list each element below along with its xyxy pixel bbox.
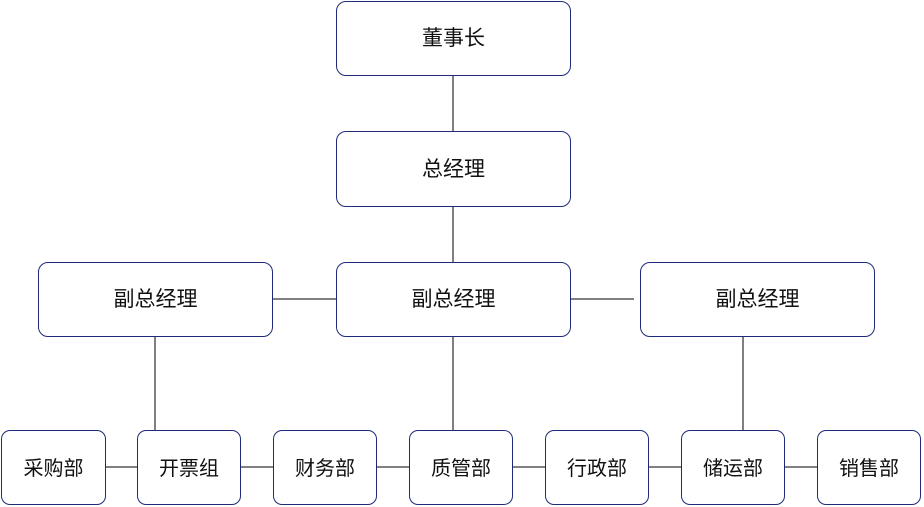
- department-purchasing-box: 采购部: [1, 430, 106, 505]
- deputy-manager-left-box: 副总经理: [38, 262, 273, 337]
- deputy-manager-center-box: 副总经理: [336, 262, 571, 337]
- department-purchasing-label: 采购部: [23, 455, 84, 480]
- deputy-manager-right-label: 副总经理: [715, 287, 800, 311]
- department-finance-label: 财务部: [295, 455, 355, 480]
- general-manager-box: 总经理: [336, 131, 571, 207]
- department-storage-transport-box: 储运部: [681, 430, 785, 505]
- deputy-manager-right-box: 副总经理: [640, 262, 875, 337]
- department-administration-box: 行政部: [545, 430, 649, 505]
- department-storage-transport-label: 储运部: [703, 455, 763, 480]
- deputy-manager-left-label: 副总经理: [113, 287, 198, 311]
- chairman-label: 董事长: [422, 26, 485, 50]
- department-quality-box: 质管部: [409, 430, 513, 505]
- department-quality-label: 质管部: [431, 455, 491, 480]
- department-sales-label: 销售部: [839, 455, 899, 480]
- department-invoicing-box: 开票组: [137, 430, 241, 505]
- department-invoicing-label: 开票组: [159, 455, 219, 480]
- deputy-manager-center-label: 副总经理: [411, 287, 496, 311]
- chairman-box: 董事长: [336, 1, 571, 76]
- department-finance-box: 财务部: [273, 430, 377, 505]
- department-sales-box: 销售部: [817, 430, 921, 505]
- general-manager-label: 总经理: [422, 156, 485, 181]
- department-administration-label: 行政部: [567, 455, 627, 480]
